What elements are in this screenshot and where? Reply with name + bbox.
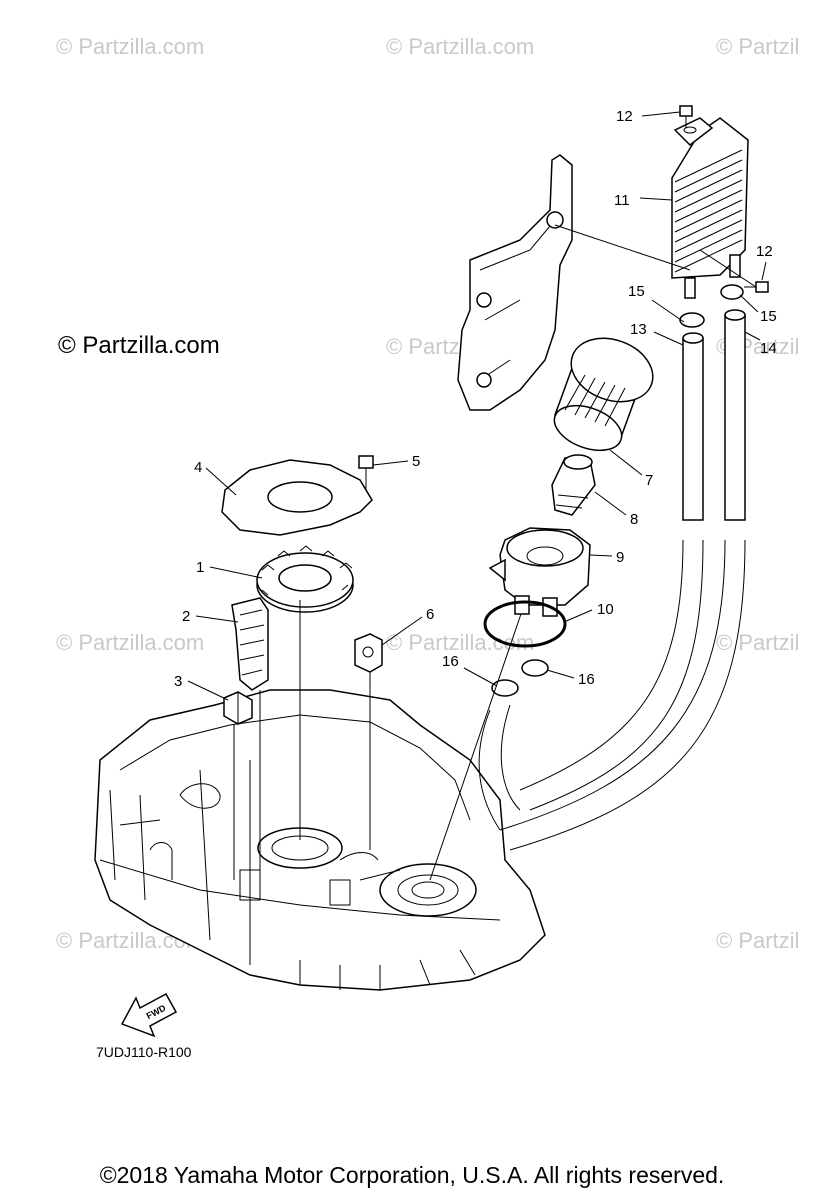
part-5-bolt <box>358 455 374 490</box>
callout-15-right: 15 <box>760 308 777 325</box>
part-4-cover-plate <box>221 459 373 536</box>
callout-6: 6 <box>426 606 434 623</box>
callout-1: 1 <box>196 559 204 576</box>
hose-13 <box>519 332 704 811</box>
callout-7: 7 <box>645 472 653 489</box>
hose-lower <box>478 704 521 831</box>
leader-lines <box>187 111 767 701</box>
part-16-clamp-right <box>521 659 549 677</box>
part-15-clamp-left <box>679 312 705 328</box>
engine-case <box>94 689 546 991</box>
part-7-oil-filter <box>553 337 654 452</box>
watermark: © Partzilla.com <box>386 630 535 655</box>
part-12-bolt-upper <box>679 105 693 128</box>
hose-14 <box>499 309 746 851</box>
watermark: © Partzilla.com <box>386 34 535 59</box>
callout-13: 13 <box>630 321 647 338</box>
part-15-clamp-right <box>720 284 744 300</box>
callout-15-left: 15 <box>628 283 645 300</box>
callout-10: 10 <box>597 601 614 618</box>
callout-12-lower: 12 <box>756 243 773 260</box>
part-10-o-ring <box>483 600 567 648</box>
callout-3: 3 <box>174 673 182 690</box>
watermark: © Partzilla.com <box>56 630 205 655</box>
callout-2: 2 <box>182 608 190 625</box>
part-16-clamp-left <box>491 679 519 697</box>
bracket-cover <box>457 154 573 411</box>
watermark: © Partzil <box>716 630 800 655</box>
part-1-rotor <box>256 545 354 613</box>
fwd-arrow-icon: FWD <box>120 992 178 1038</box>
part-3-clip <box>223 691 253 725</box>
part-8-union-bolt <box>551 454 596 516</box>
part-2-strainer <box>231 597 269 691</box>
callout-14: 14 <box>760 340 777 357</box>
watermark: © Partzil <box>716 928 800 953</box>
callout-9: 9 <box>616 549 624 566</box>
callout-12-upper: 12 <box>616 108 633 125</box>
callout-5: 5 <box>412 453 420 470</box>
site-label: © Partzilla.com <box>58 332 220 359</box>
callout-16-left: 16 <box>442 653 459 670</box>
part-11-oil-cooler <box>671 117 749 299</box>
watermark: © Partzilla.com <box>56 34 205 59</box>
alignment-lines <box>233 224 757 881</box>
callout-16-right: 16 <box>578 671 595 688</box>
diagram-code: 7UDJ110-R100 <box>96 1044 192 1060</box>
callout-11: 11 <box>614 192 630 209</box>
part-6-fitting <box>354 633 383 690</box>
part-9-filter-housing <box>488 527 591 617</box>
watermark: © Partzil <box>716 34 800 59</box>
callout-4: 4 <box>194 459 202 476</box>
copyright: ©2018 Yamaha Motor Corporation, U.S.A. A… <box>99 1162 725 1188</box>
callout-8: 8 <box>630 511 638 528</box>
